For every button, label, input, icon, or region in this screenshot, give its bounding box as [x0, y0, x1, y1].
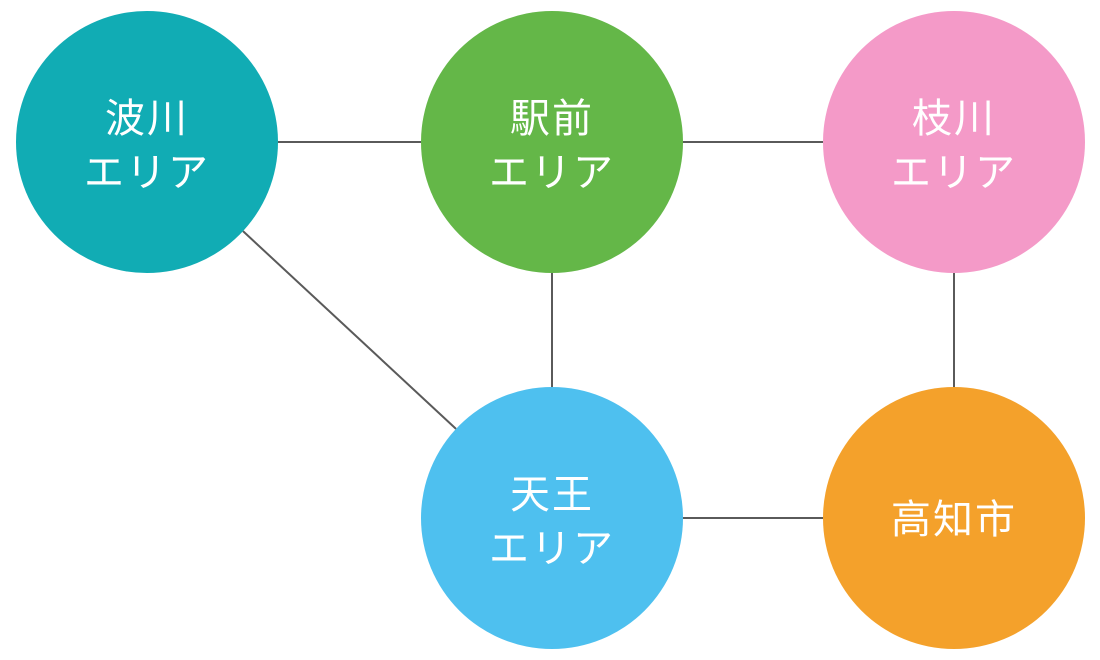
node-ekimae-area: 駅前 エリア: [421, 11, 683, 273]
node-edagawa-label-line-1: 枝川: [912, 96, 996, 142]
node-tenno-circle: [421, 387, 683, 649]
node-ekimae-label-line-2: エリア: [489, 150, 615, 196]
node-edagawa-circle: [823, 11, 1085, 273]
node-edagawa-label-line-2: エリア: [891, 150, 1017, 196]
node-kochi-label: 高知市: [891, 497, 1017, 543]
node-kochi-circle: [823, 387, 1085, 649]
node-ekimae-label-line-1: 駅前: [510, 96, 594, 142]
node-namikawa-label-line-2: エリア: [84, 150, 210, 196]
diagram-edges: [242, 141, 955, 519]
node-kochi-city: 高知市: [823, 387, 1085, 649]
node-ekimae-circle: [421, 11, 683, 273]
edge-namikawa-tenno: [242, 230, 457, 430]
node-tenno-label-line-2: エリア: [489, 526, 615, 572]
node-namikawa-area: 波川 エリア: [16, 11, 278, 273]
node-namikawa-circle: [16, 11, 278, 273]
node-tenno-label-line-1: 天王: [510, 472, 594, 518]
node-tenno-area: 天王 エリア: [421, 387, 683, 649]
node-edagawa-area: 枝川 エリア: [823, 11, 1085, 273]
node-namikawa-label-line-1: 波川: [105, 96, 189, 142]
